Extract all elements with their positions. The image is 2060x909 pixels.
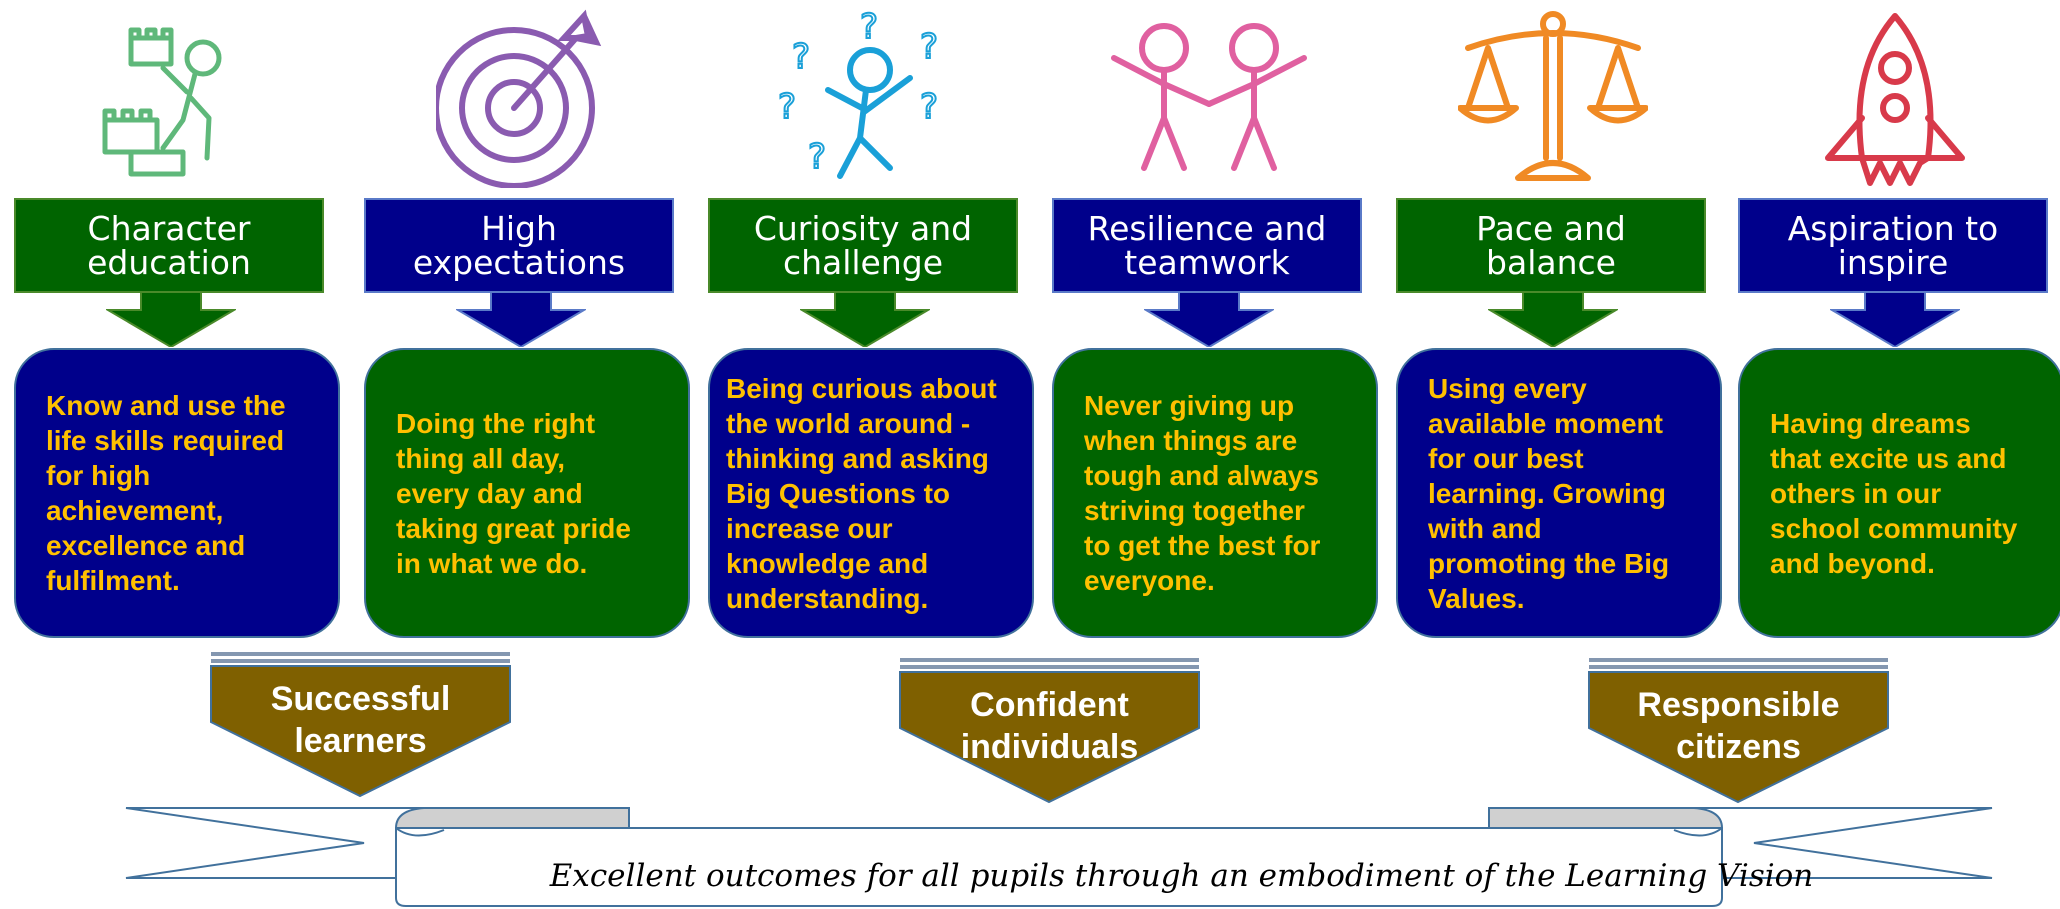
description-line: for high [46,460,151,491]
description-box: Being curious about the world around - t… [708,348,1034,638]
outcome-confident-individuals: Confident individuals [897,656,1202,806]
outcome-line: Confident [970,686,1129,724]
down-arrow-icon [800,292,930,347]
description-line: with and [1428,512,1542,544]
outcome-line: individuals [960,728,1139,766]
description-line: thing all day, [396,442,566,474]
down-arrow-icon [1488,292,1618,347]
header-line: education [87,242,251,282]
description-line: to get the best for [1084,530,1321,561]
description-line: achievement, [46,495,224,526]
description-line: Doing the right [396,407,596,439]
description-line: for our best [1428,442,1584,474]
header-line: Aspiration to [1787,208,1999,248]
description-line: available moment [1428,407,1663,439]
two-people-icon [1044,8,1374,188]
svg-text:?: ? [778,87,796,127]
header-line: balance [1486,242,1616,282]
description-line: fulfilment. [46,565,180,596]
down-arrow-icon [456,292,586,347]
description-line: learning. Growing [1428,477,1667,509]
description-line: life skills required [46,425,285,456]
rocket-icon [1730,8,2060,188]
description-line: promoting the Big [1428,547,1670,579]
description-box: Doing the right thing all day, every day… [364,348,690,638]
description-line: Know and use the [46,390,286,421]
header-line: Character [87,208,251,248]
description-line: knowledge and [726,547,929,579]
outcome-banner: Excellent outcomes for all pupils throug… [124,800,1994,909]
header-line: Curiosity and [753,208,973,248]
description-line: excellence and [46,530,246,561]
description-line: the world around - [726,407,971,439]
ribbon-shape [125,807,1993,907]
description-box: Using every available moment for our bes… [1396,348,1722,638]
outcome-line: learners [294,722,427,760]
description-line: Values. [1428,582,1525,614]
chevron-shape [899,658,1200,804]
description-line: that excite us and [1770,442,2007,474]
down-arrow-icon [1144,292,1274,347]
banner-text: Excellent outcomes for all pupils throug… [549,858,1814,894]
svg-text:?: ? [808,137,826,177]
description-line: taking great pride [396,512,631,544]
question-person-icon: ? ? ? ? ? ? [700,8,1030,188]
climbing-person-icon [6,8,336,188]
description-line: in what we do. [396,547,588,579]
description-line: Having dreams [1770,407,1971,439]
down-arrow-icon [106,292,236,347]
description-line: striving together [1084,495,1305,526]
header-line: teamwork [1124,242,1290,282]
chevron-shape [1588,658,1889,804]
scales-icon [1388,8,1718,188]
description-line: Big Questions to [726,477,950,509]
header-line: expectations [412,242,626,282]
header-line: Resilience and [1087,208,1327,248]
description-line: Being curious about [726,372,997,404]
chevron-shape [210,652,511,798]
description-box: Never giving up when things are tough an… [1052,348,1378,638]
svg-text:?: ? [920,87,938,127]
header-line: challenge [782,242,944,282]
svg-text:?: ? [920,27,938,67]
target-icon [356,8,686,188]
description-line: Using every [1428,372,1587,404]
outcome-line: Responsible [1637,686,1840,724]
description-box: Having dreams that excite us and others … [1738,348,2060,638]
down-arrow-icon [1830,292,1960,347]
svg-text:?: ? [860,8,878,47]
outcome-successful-learners: Successful learners [208,650,513,800]
description-line: school community [1770,512,2018,544]
description-box: Know and use the life skills required fo… [14,348,340,638]
description-line: Never giving up [1084,390,1295,421]
description-line: understanding. [726,582,929,614]
header-line: inspire [1837,242,1949,282]
description-line: increase our [726,512,893,544]
outcome-line: Successful [270,680,451,718]
description-line: everyone. [1084,565,1215,596]
outcome-responsible-citizens: Responsible citizens [1586,656,1891,806]
description-line: tough and always [1084,460,1319,491]
outcome-line: citizens [1676,728,1801,766]
description-line: and beyond. [1770,547,1935,579]
description-line: others in our [1770,477,1942,509]
description-line: thinking and asking [726,442,989,474]
svg-text:?: ? [792,37,810,77]
description-line: every day and [396,477,583,509]
description-line: when things are [1084,425,1298,456]
header-line: Pace and [1476,208,1626,248]
header-line: High [481,208,557,248]
